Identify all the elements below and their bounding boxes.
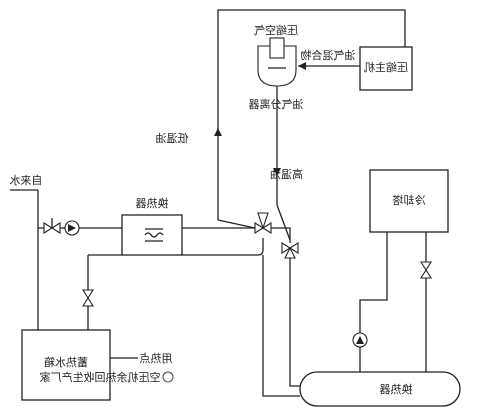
cooling-return-valve-bottom xyxy=(420,268,432,279)
lower-heat-exchanger-label: 换热器 xyxy=(380,382,413,396)
three-way-valve-lower-left xyxy=(281,242,292,254)
return-valve-bottom xyxy=(82,296,94,307)
cooling-return-valve-top xyxy=(420,261,432,272)
separator-inlet xyxy=(269,37,285,59)
valve-link-left xyxy=(217,219,256,229)
tap-water-label: 自来水 xyxy=(10,174,43,187)
compressor-host-label: 压缩主机 xyxy=(364,60,408,74)
tap-water-section: 自来水 换热器 xyxy=(10,174,264,330)
inlet-valve-right xyxy=(50,222,61,234)
oil-gas-mix-label: 油气混合物 xyxy=(301,48,356,62)
oil-gas-separator-label: 油气分离器 xyxy=(249,97,304,111)
heat-storage-tank-label: 蓄热水箱 xyxy=(44,355,88,369)
cooling-pump-direction xyxy=(356,336,364,344)
compressor-host-box xyxy=(359,46,413,91)
three-way-valve-upper-top xyxy=(257,212,269,230)
hot-water-point-label: 用热点 xyxy=(140,352,173,365)
cooling-tower-label: 冷却塔 xyxy=(393,194,426,207)
compressed-air-label: 压缩空气 xyxy=(254,23,298,37)
low-temp-oil-label: 低温油 xyxy=(156,131,189,145)
oil-gas-separator-vessel xyxy=(257,45,297,87)
storage-tank-section: 蓄热水箱 用热点 xyxy=(21,329,173,401)
watermark-logo-icon xyxy=(162,371,174,383)
high-temp-flow-arrow xyxy=(273,168,281,176)
cooling-supply-pipe xyxy=(359,232,388,372)
oil-gas-flow-arrow xyxy=(298,62,306,70)
watermark: 空压机余热回收生产厂家 xyxy=(40,370,174,384)
three-way-valve-lower-right xyxy=(288,242,299,254)
watermark-text: 空压机余热回收生产厂家 xyxy=(40,370,161,384)
upper-heat-exchanger-plates xyxy=(145,228,163,242)
upper-heat-exchanger-label: 换热器 xyxy=(136,196,169,210)
inlet-valve-left xyxy=(43,222,54,234)
junction-valves xyxy=(217,204,299,259)
pump-direction xyxy=(68,224,76,232)
oil-from-lower-exchanger-pipe xyxy=(262,255,300,397)
cooling-tower-box xyxy=(369,169,449,233)
high-temp-oil-label: 高温油 xyxy=(270,167,303,181)
valve-link-down xyxy=(276,204,291,241)
heat-storage-tank-box xyxy=(21,329,111,401)
low-temp-oil-pipe xyxy=(217,9,406,220)
low-temp-flow-arrow xyxy=(214,128,222,136)
exchanger-oil-return-pipe xyxy=(182,238,264,256)
return-valve-top xyxy=(82,289,94,300)
oil-to-lower-exchanger-pipe xyxy=(289,258,300,387)
lower-heat-exchanger-vessel xyxy=(299,371,461,407)
valve-link-right xyxy=(271,227,291,243)
upper-heat-exchanger-coil xyxy=(144,232,164,238)
upper-heat-exchanger-box xyxy=(121,214,183,256)
compressor-section: 压缩主机 油气混合物 压缩空气 油气分离器 高温油 低温油 xyxy=(156,9,413,220)
cooling-section: 冷却塔 换热器 xyxy=(262,169,461,407)
